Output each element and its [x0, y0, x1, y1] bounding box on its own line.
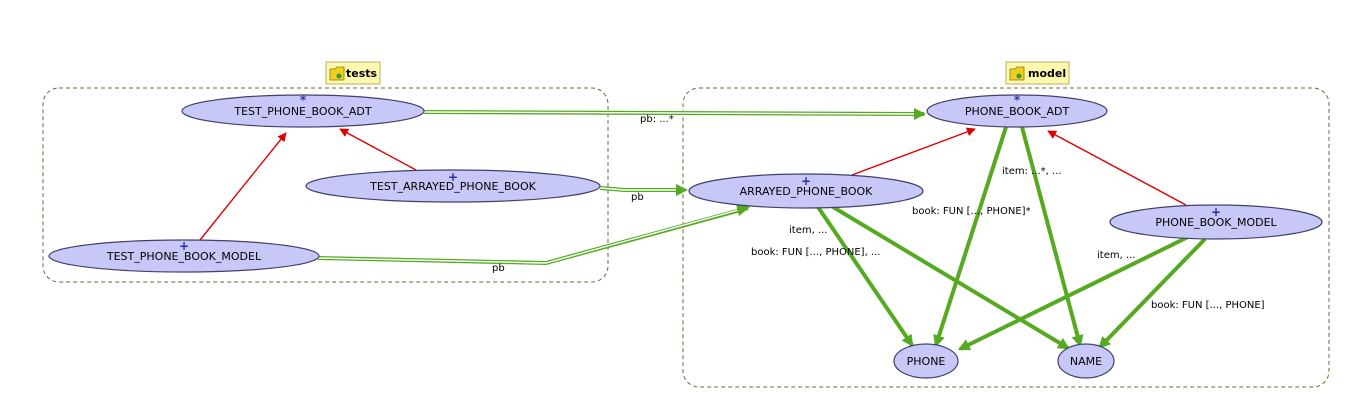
- edge-label-item-model: item, ...: [1097, 250, 1136, 261]
- edge-label-book-adt: book: FUN [..., PHONE]*: [912, 206, 1031, 217]
- edge-apb-to-phone: [816, 205, 914, 347]
- node-test-arrayed-phone-book[interactable]: + TEST_ARRAYED_PHONE_BOOK: [305, 169, 601, 203]
- edge-tpbm-to-apb: [317, 204, 750, 266]
- cluster-tests-label: tests: [346, 67, 378, 80]
- edge-pbm-inherits-pba: [1047, 130, 1187, 206]
- node-phone-book-model[interactable]: + PHONE_BOOK_MODEL: [1109, 204, 1323, 240]
- cluster-tests: tests: [42, 61, 609, 283]
- folder-icon: [1009, 66, 1025, 81]
- node-phone[interactable]: PHONE: [893, 343, 959, 379]
- folder-icon: [329, 66, 345, 81]
- edge-tpbm-inherits-tpba: [199, 132, 287, 241]
- node-label: NAME: [1070, 355, 1102, 368]
- node-label: TEST_PHONE_BOOK_ADT: [233, 105, 371, 118]
- effective-marker: +: [179, 239, 189, 253]
- edge-tapb-inherits-tpba: [339, 128, 417, 171]
- edge-tpba-to-pba: [423, 108, 926, 120]
- cluster-model-label: model: [1028, 67, 1066, 80]
- edge-label-book-apb: book: FUN [..., PHONE], ...: [751, 247, 880, 258]
- node-label: PHONE: [907, 355, 946, 368]
- edge-label-book-model: book: FUN [..., PHONE]: [1151, 300, 1265, 311]
- edge-pba-to-name: [1020, 126, 1084, 348]
- node-label: ARRAYED_PHONE_BOOK: [740, 185, 874, 198]
- cluster-model-box: [682, 87, 1330, 388]
- edge-label-item-apb: item, ...: [789, 225, 828, 236]
- cluster-tests-box: [42, 87, 609, 283]
- node-name[interactable]: NAME: [1057, 343, 1115, 379]
- edge-apb-to-name: [831, 205, 1071, 350]
- edge-pba-to-phone: [933, 126, 1008, 348]
- deferred-marker: *: [1014, 93, 1021, 107]
- node-arrayed-phone-book[interactable]: + ARRAYED_PHONE_BOOK: [688, 173, 924, 209]
- edge-label-tapb-apb: pb: [631, 192, 644, 203]
- edge-label-tpba-pba: pb: ...*: [640, 114, 674, 125]
- node-test-phone-book-adt[interactable]: * TEST_PHONE_BOOK_ADT: [181, 93, 425, 128]
- edge-label-item-adt: item: ...*, ...: [1002, 166, 1062, 177]
- cluster-model: model: [682, 61, 1330, 388]
- edge-pbm-to-phone: [957, 235, 1189, 351]
- deferred-marker: *: [300, 93, 307, 107]
- effective-marker: +: [448, 170, 458, 184]
- effective-marker: +: [1211, 205, 1221, 219]
- node-label: PHONE_BOOK_ADT: [965, 105, 1070, 118]
- node-phone-book-adt[interactable]: * PHONE_BOOK_ADT: [926, 93, 1108, 128]
- edge-tapb-to-apb: [599, 184, 688, 196]
- edge-label-tpbm-apb: pb: [492, 263, 505, 274]
- effective-marker: +: [801, 174, 811, 188]
- node-test-phone-book-model[interactable]: + TEST_PHONE_BOOK_MODEL: [48, 239, 320, 273]
- edge-apb-inherits-pba: [851, 127, 976, 176]
- node-label: PHONE_BOOK_MODEL: [1155, 216, 1277, 229]
- node-label: TEST_PHONE_BOOK_MODEL: [106, 250, 262, 263]
- node-label: TEST_ARRAYED_PHONE_BOOK: [369, 180, 536, 193]
- edge-pbm-to-name: [1098, 237, 1207, 349]
